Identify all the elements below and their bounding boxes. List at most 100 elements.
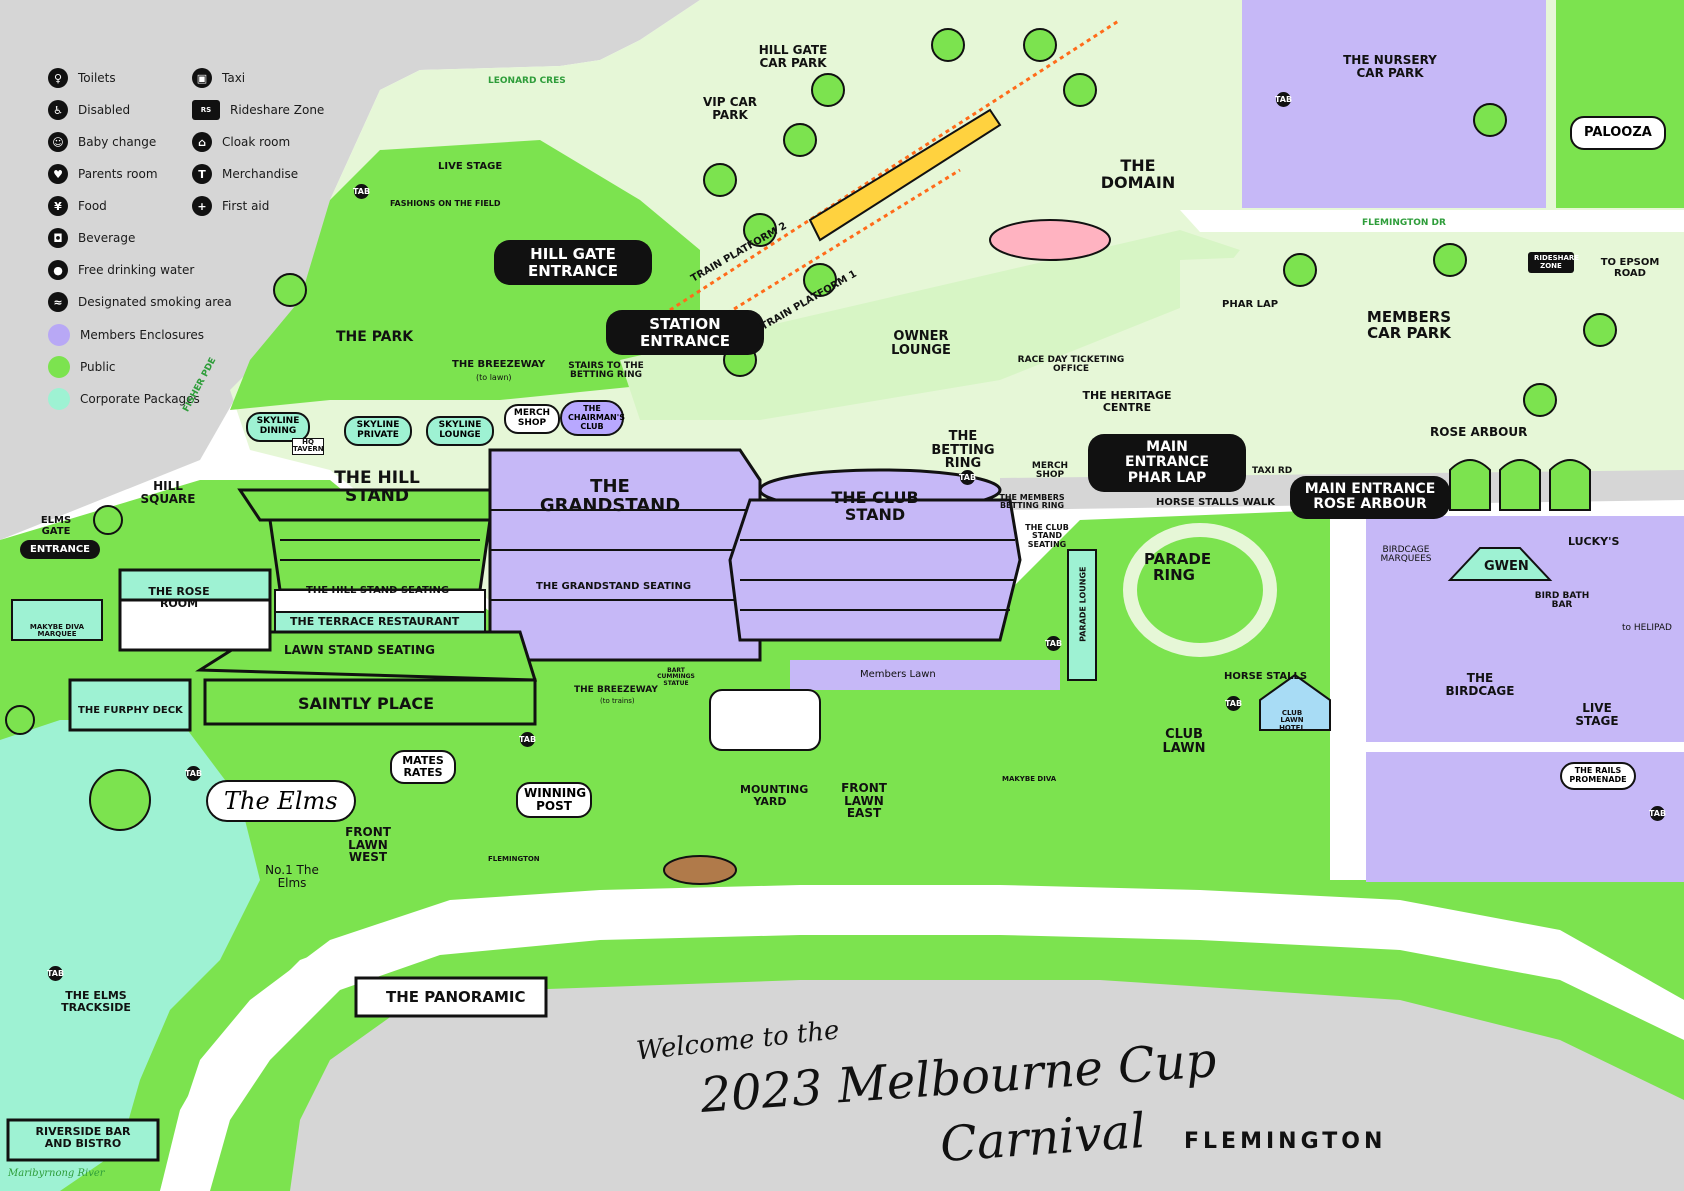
tab-nursery: TAB: [1275, 92, 1292, 107]
members-car-park-label: MEMBERS CAR PARK: [1366, 308, 1452, 342]
front-lawn-west-label: FRONT LAWN WEST: [345, 825, 391, 865]
legend-members: Members Enclosures: [48, 324, 204, 346]
horse-stalls-walk-label: HORSE STALLS WALK: [1156, 497, 1275, 508]
legend-beverage: ◘Beverage: [48, 228, 135, 248]
club-lawn-hotel-building: [1259, 673, 1331, 731]
lawn-stand-seating-label: LAWN STAND SEATING: [284, 643, 435, 657]
legend-first-aid: +First aid: [192, 196, 269, 216]
members-lawn-strip: [790, 660, 1060, 690]
the-domain-label: THE DOMAIN: [1100, 156, 1176, 192]
to-helipad-label: to HELIPAD: [1622, 623, 1672, 633]
legend-corporate: Corporate Packages: [48, 388, 200, 410]
ticketing-office-label: RACE DAY TICKETING OFFICE: [1017, 355, 1125, 375]
legend-baby-change: ☺Baby change: [48, 132, 156, 152]
heritage-centre-label: THE HERITAGE CENTRE: [1082, 389, 1172, 414]
nursery-car-park-label: THE NURSERY CAR PARK: [1343, 53, 1437, 80]
rails-promenade-label: THE RAILS PROMENADE: [1560, 762, 1636, 790]
live-stage-park-label: LIVE STAGE: [438, 161, 503, 172]
birdcage-label: THE BIRDCAGE: [1445, 671, 1515, 698]
flemington-brand: FLEMINGTON: [1184, 1129, 1387, 1154]
members-lawn-label: Members Lawn: [860, 669, 936, 680]
parents-room-icon: ♥: [48, 164, 68, 184]
winning-post-label: WINNING POST: [516, 782, 592, 819]
gwen-label: GWEN: [1484, 559, 1529, 574]
grandstand-building: [488, 448, 762, 662]
legend-disabled: ♿Disabled: [48, 100, 130, 120]
saintly-place-label: SAINTLY PLACE: [298, 694, 434, 713]
phar-lap-statue-label: PHAR LAP: [1222, 299, 1279, 310]
elms-trackside-label: THE ELMS TRACKSIDE: [61, 989, 131, 1014]
no1-the-elms-label: No.1 The Elms: [265, 863, 319, 890]
train-track-1: [699, 168, 961, 332]
hq-tavern-label: HQ TAVERN: [292, 438, 324, 455]
disabled-icon: ♿: [48, 100, 68, 120]
vip-car-park-label: VIP CAR PARK: [702, 95, 758, 122]
members-swatch: [48, 324, 70, 346]
outer-road-area: [0, 0, 700, 540]
mounting-yard-pad: [709, 689, 821, 751]
taxi-icon: ▣: [192, 68, 212, 88]
road-taxi-rd: TAXI RD: [1252, 466, 1293, 476]
skyline-lounge-label: SKYLINE LOUNGE: [426, 416, 494, 446]
tab-horse-stalls: TAB: [1225, 696, 1242, 711]
tab-saintly-place: TAB: [519, 732, 536, 747]
merch-shop-2-label: MERCH SHOP: [1031, 461, 1069, 481]
makybe-diva-marquee-label: MAKYBE DIVA MARQUEE: [29, 623, 85, 639]
luckys-label: LUCKY'S: [1568, 535, 1620, 548]
food-icon: ¥: [48, 196, 68, 216]
legend-parents-room: ♥Parents room: [48, 164, 158, 184]
legend-toilets: ♀Toilets: [48, 68, 116, 88]
merch-shop-label: MERCH SHOP: [504, 404, 560, 434]
cloak-room-icon: ⌂: [192, 132, 212, 152]
parade-lounge-building: [1067, 549, 1097, 681]
to-epsom-road-label: TO EPSOM ROAD: [1600, 257, 1660, 279]
train-track-2: [669, 18, 1121, 312]
club-lawn-label: CLUB LAWN: [1162, 727, 1206, 756]
parade-ring-label: PARADE RING: [1144, 550, 1212, 584]
legend-smoking: ≈Designated smoking area: [48, 292, 232, 312]
bird-bath-bar-label: BIRD BATH BAR: [1534, 591, 1590, 611]
road-leonard-cres: LEONARD CRES: [488, 76, 566, 86]
rose-arbour-label: ROSE ARBOUR: [1430, 425, 1528, 439]
rose-arbour-hedges: [1449, 459, 1591, 511]
breezeway-trains-label: THE BREEZEWAY: [574, 685, 658, 695]
club-stand-building: [728, 468, 1022, 642]
first-aid-icon: +: [192, 196, 212, 216]
tab-rails-promenade: TAB: [1649, 806, 1666, 821]
furphy-deck-label: THE FURPHY DECK: [78, 705, 183, 716]
hill-square-label: HILL SQUARE: [140, 479, 196, 506]
rideshare-zone-sign: RIDESHARE ZONE: [1528, 252, 1579, 274]
hill-stand-seating-label: THE HILL STAND SEATING: [306, 585, 450, 596]
members-car-park-zone: [1180, 240, 1684, 480]
legend-water: ●Free drinking water: [48, 260, 194, 280]
beverage-icon: ◘: [48, 228, 68, 248]
station-entrance: STATION ENTRANCE: [606, 310, 764, 355]
flemington-dr-road: [1180, 210, 1684, 232]
river-label: Maribyrnong River: [8, 1168, 105, 1179]
the-park-label: THE PARK: [336, 329, 414, 345]
skyline-private-label: SKYLINE PRIVATE: [344, 416, 412, 446]
fountain: [989, 219, 1111, 261]
tab-club-stand: TAB: [1045, 636, 1062, 651]
terrace-building: [11, 568, 538, 732]
domain-path: [620, 230, 1240, 420]
bart-cummings-label: BART CUMMINGS STATUE: [657, 667, 695, 687]
elms-gate-label: ELMS GATE: [40, 515, 72, 537]
skyline-dining-label: SKYLINE DINING: [246, 412, 310, 442]
legend-cloak: ⌂Cloak room: [192, 132, 290, 152]
rose-room-label: THE ROSE ROOM: [148, 585, 210, 610]
train: [808, 108, 1002, 242]
betting-ring-label: THE BETTING RING: [931, 429, 995, 472]
club-stand-label: THE CLUB STAND: [831, 488, 919, 524]
grandstand-label: THE GRANDSTAND: [539, 476, 681, 516]
birdcage-live-stage-label: LIVE STAGE: [1575, 701, 1619, 728]
breezeway-lawn-sub: (to lawn): [476, 373, 512, 382]
owner-lounge-label: OWNER LOUNGE: [891, 329, 951, 358]
the-elms-label: The Elms: [206, 780, 356, 823]
main-entrance-phar-lap: MAIN ENTRANCE PHAR LAP: [1088, 434, 1246, 493]
rails-promenade-members-zone: [1366, 752, 1684, 882]
elms-corporate-zone: [0, 720, 260, 1191]
breezeway-lawn-label: THE BREEZEWAY: [452, 359, 546, 370]
